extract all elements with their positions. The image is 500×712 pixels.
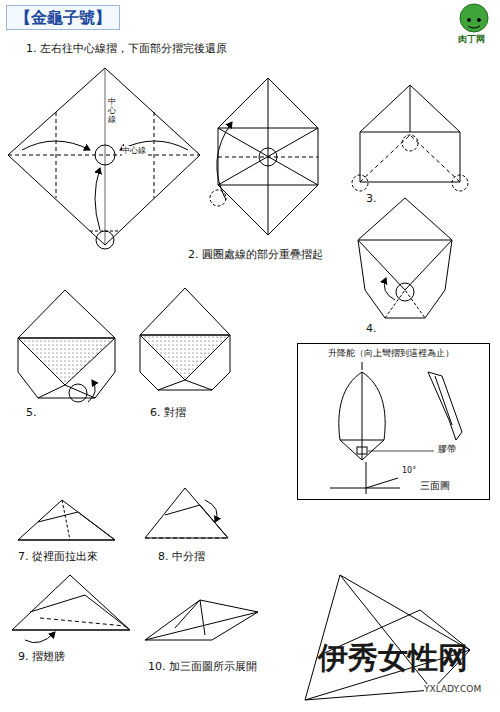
part-label: 膠帶 <box>438 444 456 455</box>
step-caption: 8. 中分摺 <box>158 550 205 563</box>
centerline-label: 中心線 <box>108 98 116 124</box>
step-number: 5. <box>26 406 37 419</box>
step-number: 4. <box>366 322 377 335</box>
step-caption: 9. 摺翅膀 <box>18 650 65 663</box>
step-caption: 10. 加三面圖所示展開 <box>148 660 257 673</box>
panel-heading: 三面圖 <box>420 480 450 492</box>
step-caption: 6. 對摺 <box>150 406 186 419</box>
inset-panel: 升降舵（向上彎摺到這裡為止） 膠帶 10° 三面圖 <box>297 343 490 500</box>
watermark: 伊秀女性网 <box>318 640 468 676</box>
title-heading: 【金龜子號】 <box>6 5 120 30</box>
watermark-url: YXLADY.COM <box>424 684 481 695</box>
part-label: 升降舵（向上彎摺到這裡為止） <box>328 348 454 358</box>
centerline-label: 中心線 <box>122 146 146 156</box>
step-caption: 1. 左右往中心線摺，下面部分摺完後還原 <box>26 42 227 55</box>
angle-label: 10° <box>402 466 416 476</box>
step-caption: 7. 從裡面拉出來 <box>18 550 98 563</box>
logo-text: 肉丁网 <box>458 34 485 45</box>
step-caption: 2. 圓圈處線的部分重疊摺起 <box>188 248 323 261</box>
step-number: 3. <box>366 192 377 205</box>
